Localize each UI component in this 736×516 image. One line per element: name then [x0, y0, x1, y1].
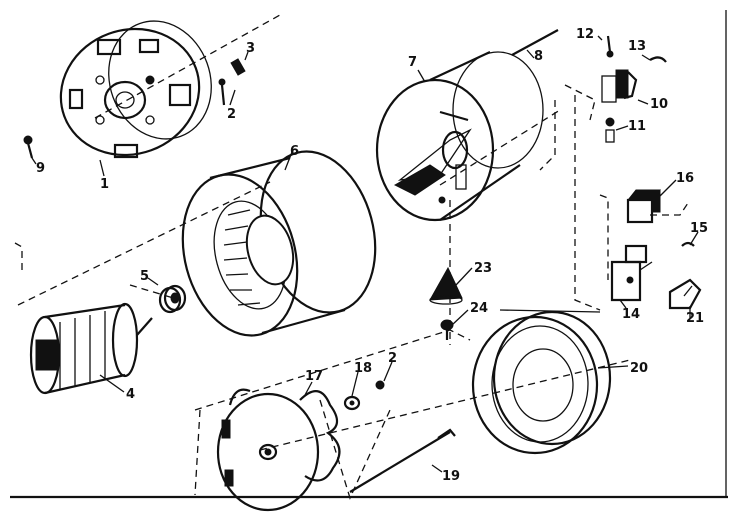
terminal-part-11	[605, 117, 615, 143]
label-part-4: 4	[126, 387, 135, 402]
label-part-6: 6	[290, 144, 299, 159]
switch-part-10	[601, 69, 638, 103]
label-part-21: 21	[686, 311, 704, 326]
end-bell-part	[59, 20, 212, 159]
guide-lines	[14, 14, 691, 500]
small-screws-12-13	[606, 35, 667, 63]
end-bell-part-17	[216, 388, 341, 512]
fan-blade-part-23	[429, 266, 463, 305]
label-part-12: 12	[576, 27, 594, 42]
screw-part-2-bottom	[375, 380, 385, 390]
through-bolt-part-19	[349, 428, 456, 493]
tie-rod-part-8	[511, 29, 559, 56]
label-part-2b: 2	[388, 351, 397, 366]
label-part-3: 3	[246, 41, 255, 56]
clip-part-15-21	[668, 241, 702, 310]
stator-housing-part	[181, 150, 377, 337]
part-labels: 1 2 3 4 5 6 7 8 9 10 11 12 13 14 15 16 1…	[36, 27, 708, 484]
label-part-8: 8	[534, 49, 543, 64]
end-cover-part-20	[471, 309, 612, 455]
label-part-1: 1	[100, 177, 109, 192]
label-part-23: 23	[474, 261, 492, 276]
washer-part-18	[343, 395, 361, 411]
label-part-16: 16	[676, 171, 694, 186]
label-part-17: 17	[305, 369, 323, 384]
screw-part-9	[23, 135, 34, 159]
label-part-2a: 2	[227, 107, 236, 122]
label-part-18: 18	[354, 361, 372, 376]
screw-part-2-3	[218, 58, 246, 106]
label-part-14: 14	[622, 307, 640, 322]
label-part-9: 9	[36, 161, 45, 176]
label-part-7: 7	[408, 55, 417, 70]
nut-part-24	[440, 319, 454, 340]
label-part-20: 20	[630, 361, 648, 376]
capacitor-part-16	[626, 189, 662, 224]
label-part-5: 5	[140, 269, 149, 284]
label-part-15: 15	[690, 221, 708, 236]
label-part-19: 19	[442, 469, 460, 484]
bracket-part-14	[610, 244, 653, 302]
bearing-part	[158, 284, 187, 314]
leader-lines	[31, 35, 699, 473]
label-part-11: 11	[628, 119, 646, 134]
label-part-13: 13	[628, 39, 646, 54]
armature-part	[29, 302, 153, 395]
label-part-10: 10	[650, 97, 668, 112]
label-part-24: 24	[470, 301, 488, 316]
fan-shroud-part	[375, 51, 544, 222]
